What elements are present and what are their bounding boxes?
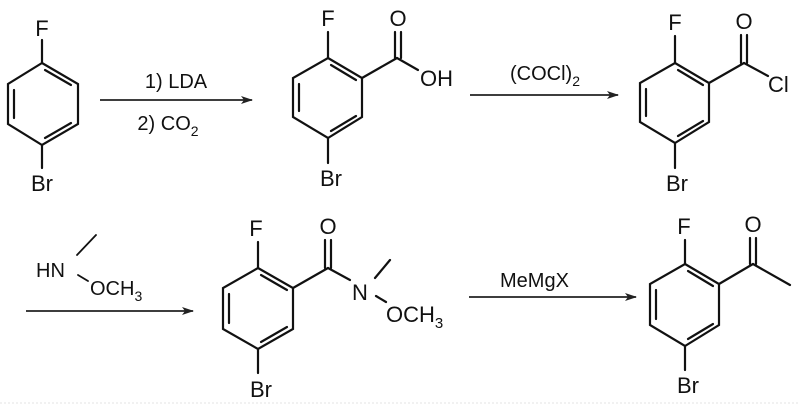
bromo-label: Br xyxy=(31,171,53,196)
fluoro-label: F xyxy=(249,216,262,241)
fluoro-label: F xyxy=(668,10,681,35)
bromo-label: Br xyxy=(250,377,272,402)
compound-5-bromo-2-fluorobenzoyl-chloride: F Br O Cl xyxy=(638,9,789,196)
fluoro-label: F xyxy=(677,214,690,239)
arrow-step-2: (COCl)2 xyxy=(470,63,619,99)
bromo-label: Br xyxy=(320,166,342,191)
reagent-lda: 1) LDA xyxy=(145,71,208,93)
reagent-hn: HN xyxy=(36,260,65,282)
arrow-step-4: MeMgX xyxy=(469,270,637,301)
compound-5-bromo-2-fluorobenzoic-acid: F Br O OH xyxy=(291,6,453,191)
chloride-label: Cl xyxy=(768,72,789,97)
fluoro-label: F xyxy=(321,6,334,31)
compound-weinreb-amide: F Br O N OCH3 xyxy=(221,214,443,402)
compound-1-bromo-4-fluorobenzene: F Br xyxy=(6,16,80,196)
carbonyl-oxygen-label: O xyxy=(389,6,406,31)
arrow-step-3: HN OCH3 xyxy=(26,234,194,315)
reagent-oxalyl-chloride: (COCl)2 xyxy=(510,63,580,89)
methoxy-label: OCH3 xyxy=(386,302,443,332)
carbonyl-oxygen-label: O xyxy=(735,9,752,34)
fluoro-label: F xyxy=(35,16,48,41)
compound-5-bromo-2-fluoroacetophenone: F Br O xyxy=(648,212,792,398)
reagent-memgx: MeMgX xyxy=(500,270,569,292)
reagent-co2: 2) CO2 xyxy=(137,113,198,139)
carbonyl-oxygen-label: O xyxy=(744,212,761,237)
nitrogen-label: N xyxy=(352,280,368,305)
hydroxyl-label: OH xyxy=(420,66,453,91)
arrow-step-1: 1) LDA 2) CO2 xyxy=(100,71,253,139)
reagent-methoxy: OCH3 xyxy=(90,278,142,304)
bromo-label: Br xyxy=(666,171,688,196)
bromo-label: Br xyxy=(677,373,699,398)
carbonyl-oxygen-label: O xyxy=(319,214,336,239)
